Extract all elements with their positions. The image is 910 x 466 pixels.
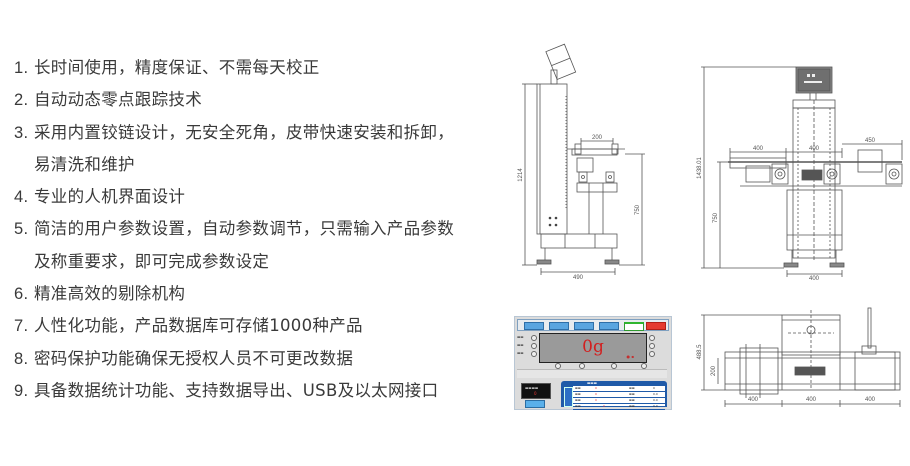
feature-list: 1.长时间使用，精度保证、不需每天校正 2.自动动态零点跟踪技术 3.采用内置铰… [14, 52, 484, 407]
indicator-led [611, 363, 617, 369]
feature-item: 9.具备数据统计功能、支持数据导出、USB及以太网接口 [14, 380, 439, 400]
dim-depth: 488.5 [697, 344, 703, 360]
stats-panel: ▬▬▬ ▬▬0▬▬0 ▬▬0▬▬0.0 ▬▬0▬▬0.0 ▬▬0▬▬0.0 [561, 381, 667, 410]
hmi-stop-button[interactable] [646, 322, 666, 330]
hmi-action-button[interactable] [525, 400, 545, 408]
indicator-led [531, 351, 537, 357]
feature-item: 3.采用内置铰链设计，无安全死角，皮带快速安装和拆卸， [14, 122, 454, 142]
dim-section-3: 400 [865, 397, 876, 403]
hmi-button[interactable] [574, 322, 594, 330]
dim-conveyor-height: 750 [635, 204, 641, 215]
side-view-drawing: 1214 750 200 490 [518, 43, 645, 280]
feature-item: 6.精准高效的剔除机构 [14, 284, 186, 304]
weight-display: 0g ● ▪ [539, 333, 647, 363]
dim-mid-section: 400 [809, 146, 820, 152]
indicator-label: ▬▬ [517, 351, 524, 355]
feature-item: 4.专业的人机界面设计 [14, 187, 186, 207]
stats-table: ▬▬0▬▬0 ▬▬0▬▬0.0 ▬▬0▬▬0.0 ▬▬0▬▬0.0 [573, 386, 665, 410]
table-row: ▬▬0▬▬0.0 [573, 398, 665, 404]
indicator-led [531, 335, 537, 341]
feature-item: 5.简洁的用户参数设置，自动参数调节，只需输入产品参数 [14, 219, 454, 239]
hmi-button[interactable] [524, 322, 544, 330]
dim-belt-width: 200 [711, 365, 717, 376]
feature-item: 8.密码保护功能确保无授权人员不可更改数据 [14, 348, 354, 368]
dim-left-section: 400 [753, 146, 764, 152]
feature-item-continuation: 及称重要求，即可完成参数设定 [34, 251, 270, 271]
table-row: ▬▬0▬▬0.0 [573, 392, 665, 398]
indicator-led [649, 335, 655, 341]
counter-box: ▬▬▬▬ 0 [521, 383, 551, 399]
hmi-button[interactable] [549, 322, 569, 330]
hmi-toolbar [517, 319, 669, 331]
indicator-led [531, 343, 537, 349]
hmi-start-button[interactable] [624, 322, 644, 331]
indicator-label: ▬▬ [517, 343, 524, 347]
indicator-led [641, 363, 647, 369]
front-view-drawing: 1438.01 750 400 400 450 400 [697, 66, 903, 280]
table-row: ▬▬0▬▬0.0 [573, 404, 665, 410]
indicator-label: ▬▬ [517, 335, 524, 339]
feature-item: 7.人性化功能，产品数据库可存储1000种产品 [14, 316, 363, 336]
status-strip [517, 369, 667, 378]
feature-item: 2.自动动态零点跟踪技术 [14, 90, 202, 110]
display-unit: ● ▪ [626, 354, 634, 359]
dim-top-width: 200 [592, 135, 603, 141]
table-row: ▬▬0▬▬0 [573, 386, 665, 392]
dim-section-1: 400 [748, 397, 759, 403]
dim-total-height: 1438.01 [697, 157, 703, 179]
hmi-button[interactable] [599, 322, 619, 330]
indicator-led [649, 351, 655, 357]
dim-right-section: 450 [865, 138, 876, 144]
dim-base-width: 490 [573, 275, 584, 280]
stats-side-tab[interactable] [564, 387, 573, 407]
indicator-led [649, 343, 655, 349]
dim-conveyor-height: 750 [713, 212, 719, 223]
dim-section-2: 400 [806, 397, 817, 403]
dim-base-width: 400 [809, 276, 820, 280]
feature-item: 1.长时间使用，精度保证、不需每天校正 [14, 58, 320, 77]
indicator-led [555, 363, 561, 369]
indicator-led [579, 363, 585, 369]
feature-item-continuation: 易清洗和维护 [34, 154, 135, 174]
weight-value: 0g [582, 337, 604, 357]
top-view-drawing: 488.5 200 400 400 400 [697, 307, 901, 407]
hmi-screen: ▬▬ ▬▬ ▬▬ 0g ● ▪ ▬▬▬▬ 0 ▬▬▬ ▬▬0▬▬0 ▬▬0▬▬0… [514, 316, 672, 410]
dim-total-height: 1214 [518, 168, 524, 182]
